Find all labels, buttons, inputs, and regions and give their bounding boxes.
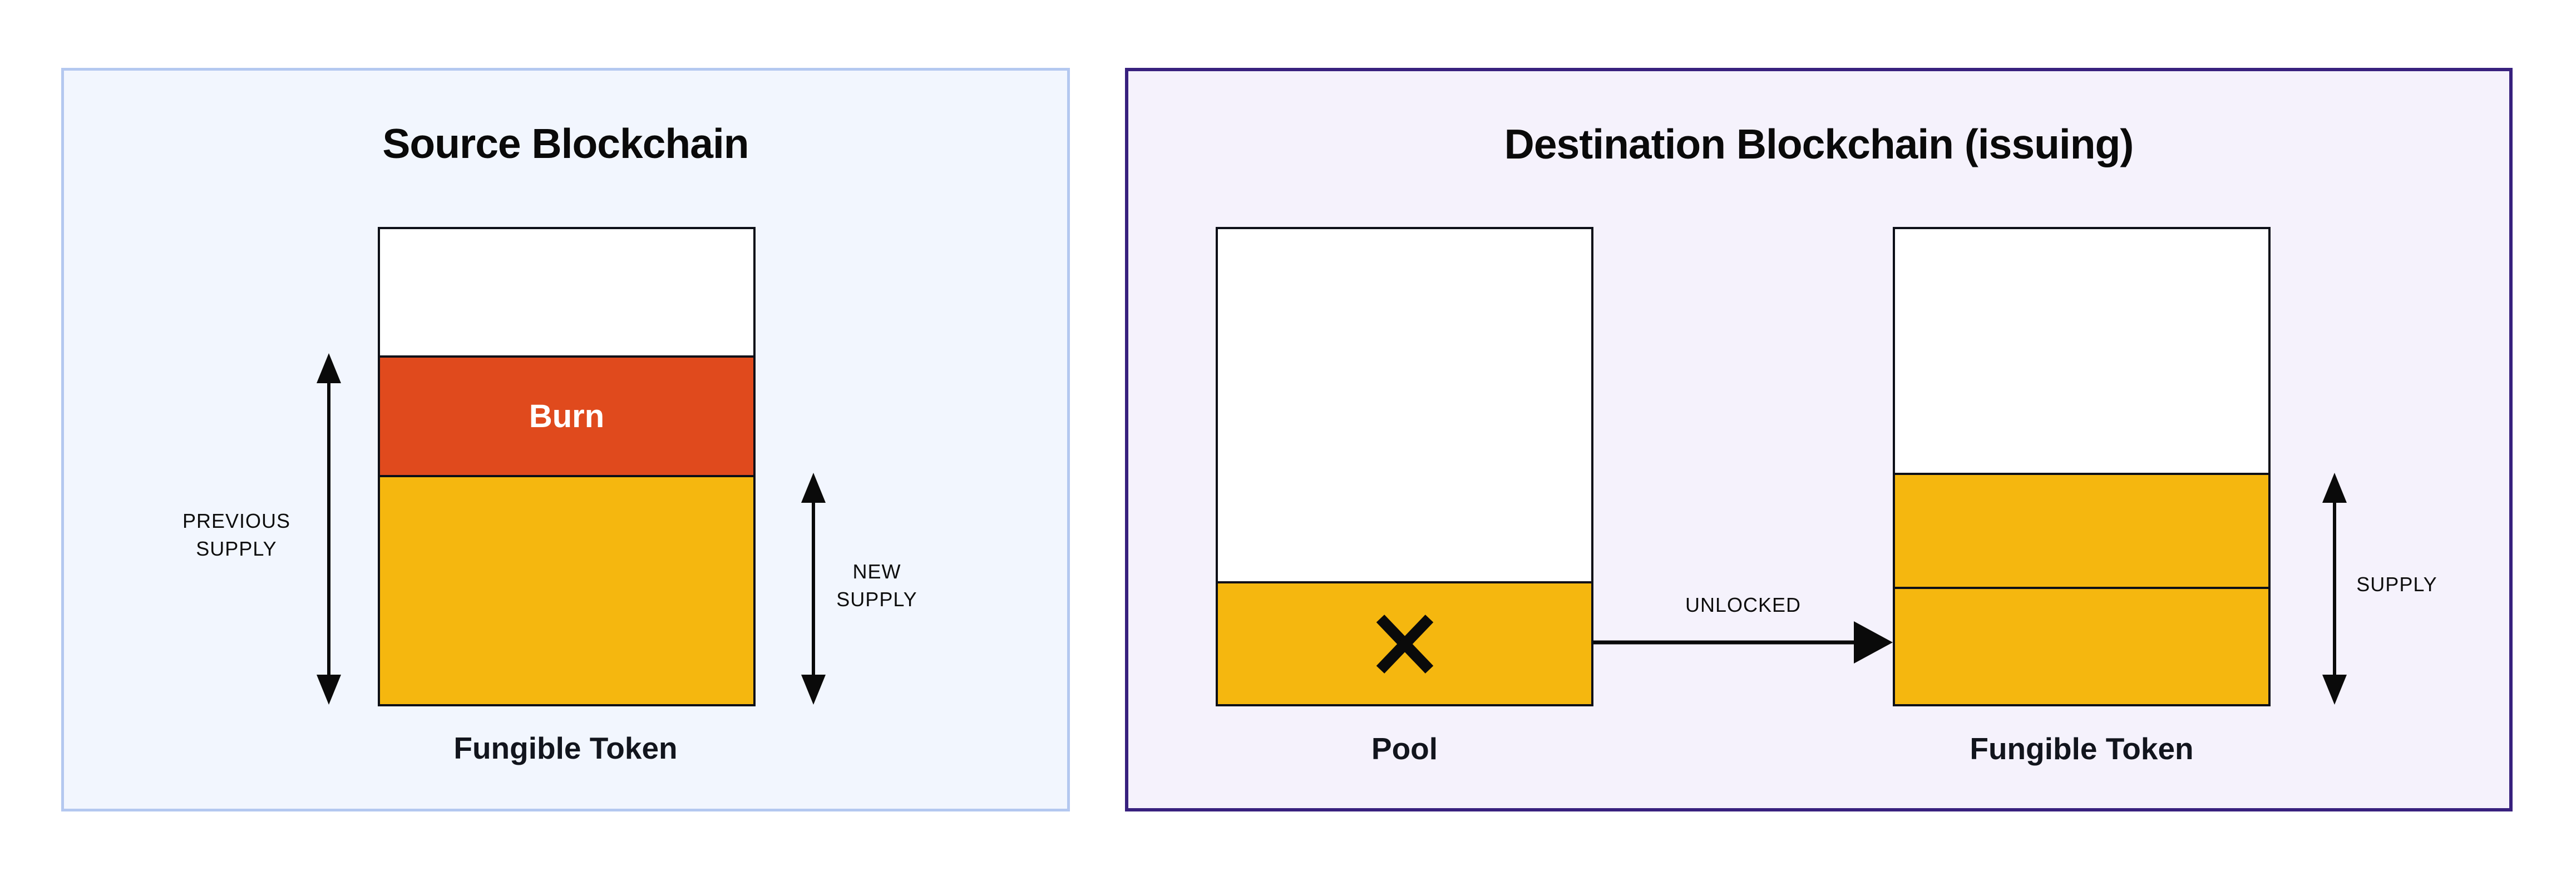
arrow-down-icon [317, 675, 341, 705]
cross-icon [1376, 614, 1433, 674]
new-supply-label: NEW SUPPLY [793, 558, 960, 613]
arrow-up-icon [2322, 473, 2347, 503]
burn-label: Burn [529, 398, 605, 434]
source-panel-title: Source Blockchain [382, 120, 749, 167]
destination-token-bar-caption: Fungible Token [1970, 731, 2194, 766]
destination-bar-existing-segment [1895, 473, 2268, 587]
destination-token-bar [1893, 227, 2271, 706]
arrow-down-icon [801, 675, 826, 705]
arrow-down-icon [2322, 675, 2347, 705]
pool-bar-empty-segment [1218, 229, 1591, 581]
source-token-bar-caption: Fungible Token [453, 731, 678, 765]
pool-bar-caption: Pool [1371, 731, 1438, 766]
new-supply-arrow [801, 473, 826, 705]
arrow-up-icon [317, 353, 341, 383]
destination-panel-title: Destination Blockchain (issuing) [1504, 121, 2134, 167]
previous-supply-label-line2: SUPPLY [196, 537, 277, 560]
new-supply-label-line1: NEW [852, 560, 901, 583]
source-bar-empty-segment [380, 229, 753, 355]
unlocked-transfer-arrow [1593, 621, 1893, 664]
destination-bar-unlocked-segment [1895, 587, 2268, 704]
previous-supply-label-line1: PREVIOUS [182, 509, 291, 532]
destination-blockchain-panel: Destination Blockchain (issuing) UNLOCKE… [1125, 68, 2513, 811]
new-supply-label-line2: SUPPLY [836, 588, 917, 611]
arrow-up-icon [801, 473, 826, 503]
supply-arrow [2322, 473, 2347, 705]
previous-supply-arrow [317, 353, 341, 705]
unlocked-label: UNLOCKED [1685, 593, 1802, 616]
pool-bar-locked-segment [1218, 581, 1591, 704]
arrow-right-icon [1854, 621, 1893, 664]
previous-supply-label: PREVIOUS SUPPLY [153, 507, 320, 563]
pool-bar [1216, 227, 1593, 706]
supply-label: SUPPLY [2356, 573, 2437, 596]
source-bar-burn-segment: Burn [380, 355, 753, 475]
source-blockchain-panel: Source Blockchain Burn PREVIOUS SUPPLY [61, 68, 1070, 811]
source-bar-supply-segment [380, 475, 753, 704]
source-token-bar: Burn [378, 227, 756, 706]
destination-bar-empty-segment [1895, 229, 2268, 473]
